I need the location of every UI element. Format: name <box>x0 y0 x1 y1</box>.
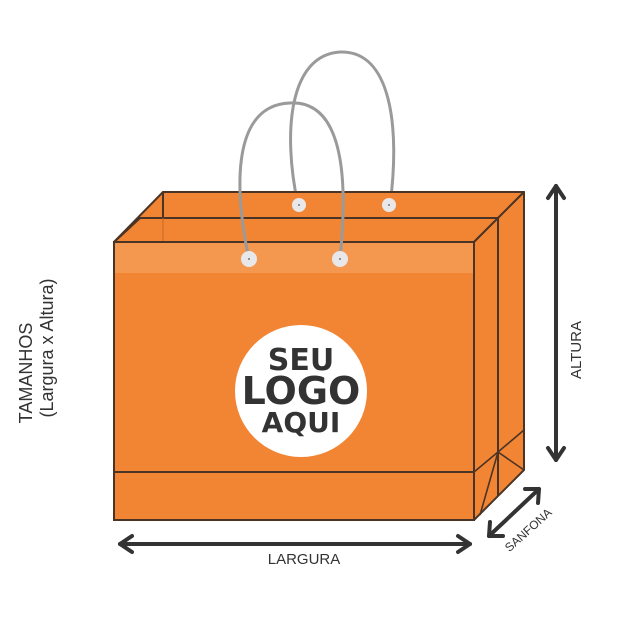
width-arrow <box>118 534 472 554</box>
height-label: ALTURA <box>568 321 585 379</box>
logo-line-1: SEU <box>268 343 334 378</box>
sizes-title: TAMANHOS <box>16 323 36 424</box>
logo-line-2: LOGO <box>242 369 361 413</box>
bag-inner-back <box>113 217 499 243</box>
back-handle <box>289 50 396 206</box>
width-label: LARGURA <box>268 551 341 568</box>
bag-back-rim <box>139 191 525 219</box>
bag-front-highlight <box>115 243 473 273</box>
sizes-subtitle: (Largura x Altura) <box>37 278 57 417</box>
gusset-label: SANFONA <box>502 505 554 554</box>
logo-line-3: AQUI <box>262 406 341 439</box>
logo-circle <box>235 325 367 457</box>
bag-left-top <box>113 191 164 243</box>
height-arrow <box>546 184 566 462</box>
front-handle <box>238 101 345 260</box>
gusset-arrow <box>487 487 541 538</box>
